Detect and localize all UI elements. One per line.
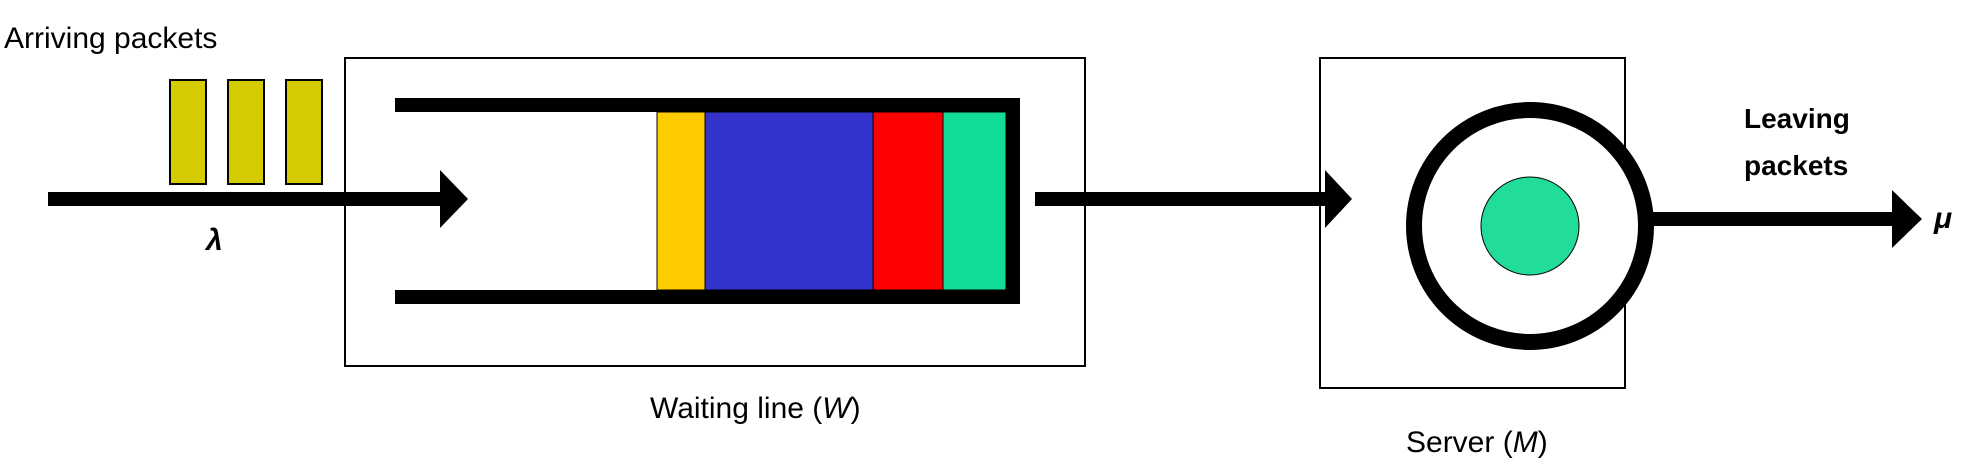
server-suffix: ): [1538, 426, 1548, 459]
server-symbol: M: [1513, 426, 1538, 459]
arriving-packet-1: [169, 79, 207, 185]
lambda-symbol: λ: [204, 224, 223, 257]
arrival-arrow: [48, 170, 468, 228]
server-packet: [1480, 176, 1580, 276]
arriving-packet-3: [285, 79, 323, 185]
queued-packet-yellow: [656, 111, 706, 291]
leaving-arrow-shaft: [1652, 212, 1902, 226]
arriving-packets-label: Arriving packets: [4, 22, 217, 55]
queued-packet-blue: [704, 111, 874, 291]
queue-bottom-wall: [395, 290, 1020, 304]
queue-to-server-arrow: [1035, 170, 1352, 228]
queue-top-wall: [395, 98, 1015, 112]
server-label: Server (M): [1406, 426, 1548, 459]
waiting-line-prefix: Waiting line (: [650, 392, 822, 425]
waiting-line-symbol: W: [822, 392, 853, 425]
waiting-line-label: Waiting line (W): [650, 392, 861, 425]
queued-packet-green: [942, 111, 1007, 291]
mu-symbol: μ: [1933, 202, 1952, 235]
queue-end-wall: [1006, 98, 1020, 304]
queue-channel: [395, 98, 1020, 304]
arrival-arrow-head: [440, 170, 468, 228]
leaving-arrow: [1652, 190, 1922, 248]
arrival-arrow-shaft: [48, 192, 448, 206]
queue-to-server-shaft: [1035, 192, 1335, 206]
arriving-packets: [169, 79, 323, 185]
server-prefix: Server (: [1406, 426, 1513, 459]
leaving-arrow-head: [1892, 190, 1922, 248]
queued-packets: [656, 111, 1007, 291]
arriving-packet-2: [227, 79, 265, 185]
queued-packet-red: [872, 111, 944, 291]
leaving-line-1: Leaving: [1744, 103, 1850, 134]
leaving-line-2: packets: [1744, 150, 1848, 181]
queue-to-server-head: [1325, 170, 1352, 228]
waiting-line-box: [344, 57, 1086, 367]
leaving-packets-label: Leaving packets: [1744, 103, 1858, 181]
waiting-line-suffix: ): [851, 392, 861, 425]
